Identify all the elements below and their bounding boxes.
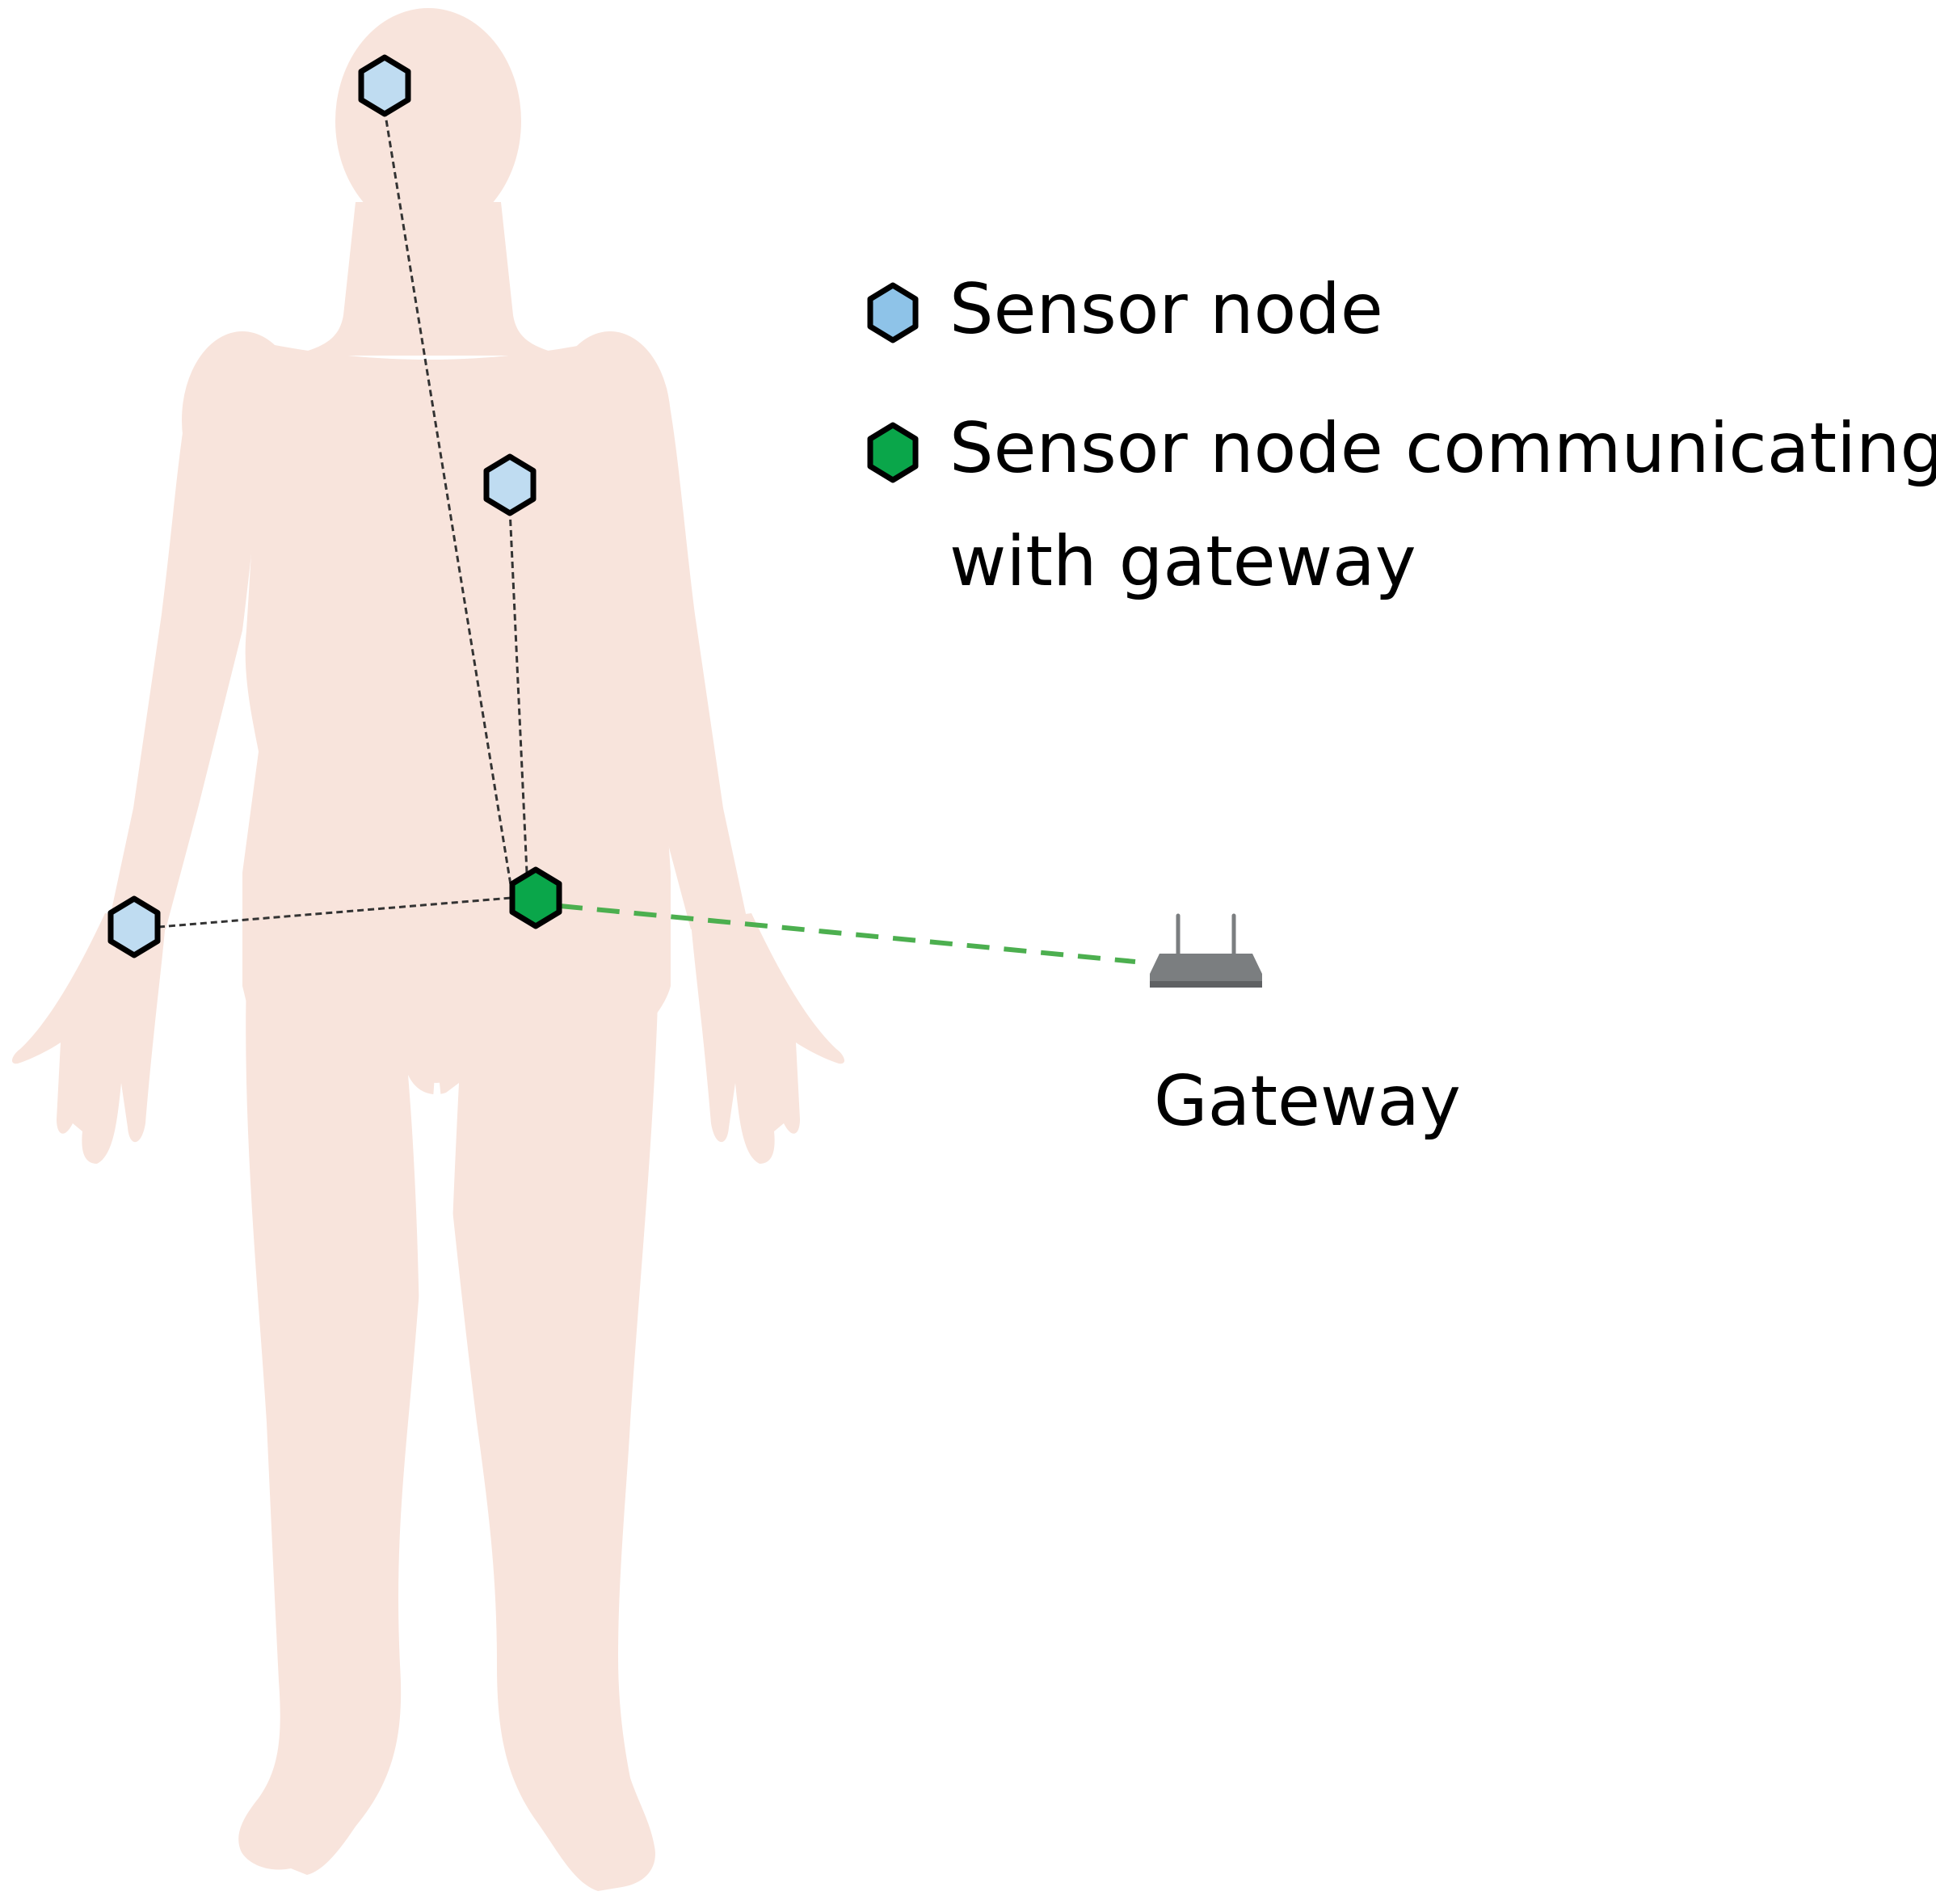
router-base xyxy=(1150,981,1262,988)
body-left-leg xyxy=(238,978,436,1875)
links-layer xyxy=(158,109,1136,964)
body-crotch-gap xyxy=(408,1075,459,1422)
human-body-silhouette xyxy=(11,8,845,1891)
router-icon xyxy=(1150,913,1262,988)
legend-label-line: with gateway xyxy=(949,521,1416,602)
body-left-hand xyxy=(11,913,166,1164)
body-head xyxy=(335,8,521,234)
legend-label-line: Sensor node xyxy=(949,269,1383,350)
link-wrist-to-hub xyxy=(158,896,512,929)
link-head-to-hub xyxy=(383,109,513,891)
body-right-hand xyxy=(691,913,845,1164)
chest-sensor-node xyxy=(483,453,537,516)
head-sensor-node xyxy=(358,54,411,117)
body-torso xyxy=(242,343,676,1083)
nodes-layer xyxy=(107,54,562,958)
wrist-sensor-node xyxy=(107,895,161,958)
body-right-arm xyxy=(590,388,747,929)
hip-gateway-sensor-node xyxy=(509,866,562,929)
link-hub-to-gateway xyxy=(559,904,1136,964)
router-body xyxy=(1150,954,1262,986)
gateway-sensor-node-icon xyxy=(867,422,919,483)
sensor-node-icon xyxy=(867,282,919,343)
body-right-leg xyxy=(436,978,659,1891)
body-left-arm xyxy=(109,388,267,929)
gateway-label: Gateway xyxy=(1154,1061,1461,1142)
link-chest-to-hub xyxy=(508,508,529,891)
body-neck xyxy=(291,202,566,356)
legend-label-line: Sensor node communicating xyxy=(949,408,1936,489)
